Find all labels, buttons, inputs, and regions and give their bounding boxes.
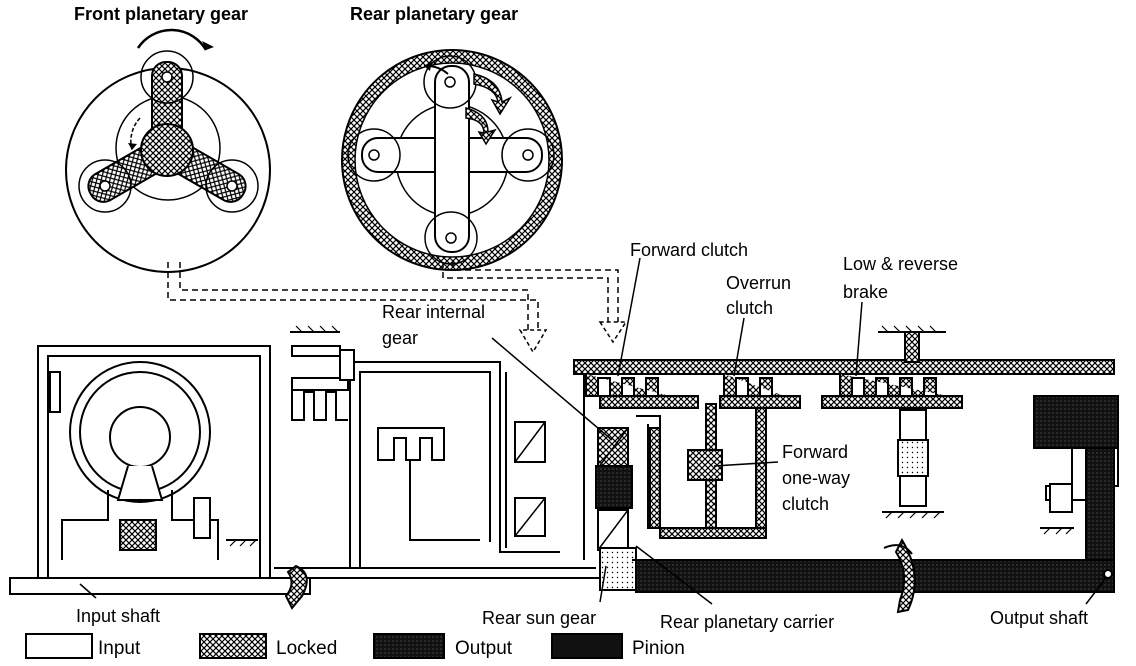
legend-label-output: Output [455,638,513,659]
input-shaft-label: Input shaft [76,606,160,626]
rear-internal-gear-label-1: Rear internal [382,302,485,322]
legend-label-input: Input [98,638,141,659]
legend: Input Locked Output Pinion [25,633,685,659]
forward-clutch-label: Forward clutch [630,240,748,260]
legend-swatch-input [25,633,93,659]
output-shaft-label: Output shaft [990,608,1088,628]
rear-planetary-carrier-label: Rear planetary carrier [660,612,834,632]
legend-label-pinion: Pinion [632,638,685,659]
forward-one-way-clutch-label-3: clutch [782,494,829,514]
leader-lines [79,257,1107,605]
low-reverse-brake-label-1: Low & reverse [843,254,958,274]
rear-sun-gear-label: Rear sun gear [482,608,596,628]
low-reverse-brake-label-2: brake [843,282,888,302]
legend-swatch-pinion [551,633,623,659]
overrun-clutch-label-2: clutch [726,298,773,318]
overrun-clutch-label-1: Overrun [726,273,791,293]
legend-label-locked: Locked [276,638,337,659]
legend-swatch-locked [199,633,267,659]
front-planetary-gear: Front planetary gear [65,4,271,273]
front-planetary-title: Front planetary gear [74,4,248,24]
transmission-section [9,325,1119,614]
legend-swatch-output [373,633,445,659]
rear-planetary-title: Rear planetary gear [350,4,518,24]
rear-planetary-gear: Rear planetary gear [341,4,563,271]
forward-one-way-clutch-label-2: one-way [782,468,850,488]
rear-internal-gear-label-2: gear [382,328,418,348]
forward-one-way-clutch-label-1: Forward [782,442,848,462]
dashed-leaders [167,262,619,342]
